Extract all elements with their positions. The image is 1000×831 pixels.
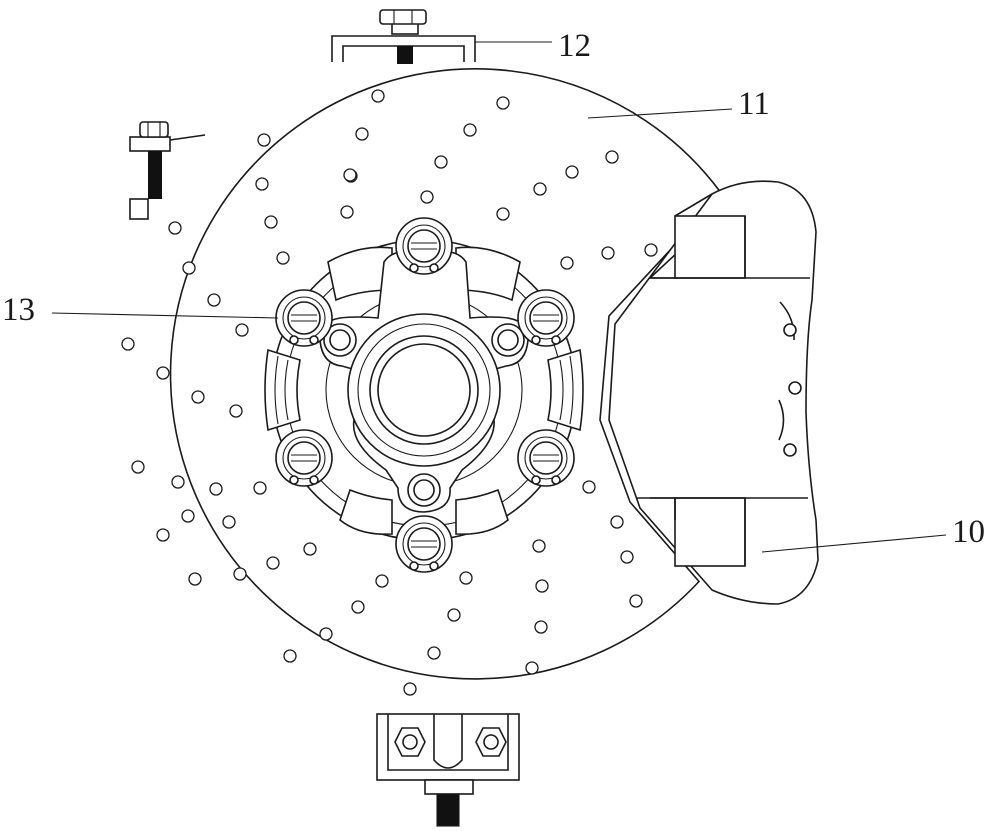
disc-hole [464,124,476,136]
label-10: 10 [952,514,985,550]
disc-hole [566,166,578,178]
disc-hole [132,461,144,473]
label-12: 12 [558,28,591,64]
disc-hole [210,483,222,495]
disc-hole [561,257,573,269]
disc-hole [497,97,509,109]
wheel-stud [276,430,332,486]
left-bolt [130,122,205,219]
disc-hole [265,216,277,228]
disc-hole [536,580,548,592]
disc-hole [534,183,546,195]
disc-hole [284,650,296,662]
disc-hole [234,568,246,580]
disc-hole [230,405,242,417]
disc-hole [182,510,194,522]
disc-hole [421,191,433,203]
disc-hole [352,601,364,613]
disc-hole [376,575,388,587]
disc-hole [236,324,248,336]
label-11: 11 [738,86,770,122]
disc-hole [320,628,332,640]
disc-hole [189,573,201,585]
disc-hole [606,151,618,163]
disc-hole [460,572,472,584]
disc-hole [533,540,545,552]
disc-hole [497,208,509,220]
label-13: 13 [2,292,35,328]
disc-hole [157,529,169,541]
disc-hole [277,252,289,264]
disc-hole [223,516,235,528]
disc-hole [304,543,316,555]
disc-hole [157,367,169,379]
top-bracket [332,10,475,64]
wheel-stud [518,290,574,346]
disc-hole [267,557,279,569]
disc-hole [208,294,220,306]
disc-hole [526,662,538,674]
disc-hole [356,128,368,140]
disc-hole [254,482,266,494]
wheel-stud [396,218,452,274]
disc-hole [602,247,614,259]
disc-hole [192,391,204,403]
disc-hole [344,169,356,181]
disc-hole [122,338,134,350]
disc-hole [535,621,547,633]
disc-hole [341,206,353,218]
disc-hole [256,178,268,190]
disc-hole [621,551,633,563]
disc-hole [448,609,460,621]
wheel-stud [518,430,574,486]
disc-hole [611,516,623,528]
disc-hole [183,262,195,274]
bottom-nut-right [476,728,506,756]
disc-hole [172,476,184,488]
disc-hole [428,647,440,659]
disc-hole [258,134,270,146]
disc-hole [169,222,181,234]
bottom-nut-left [395,728,425,756]
disc-hole [630,595,642,607]
wheel-stud [396,516,452,572]
disc-hole [645,244,657,256]
wheel-stud [276,290,332,346]
disc-hole [583,481,595,493]
bottom-bracket [377,714,519,826]
disc-hole [372,90,384,102]
disc-hole [435,156,447,168]
disc-hole [404,683,416,695]
